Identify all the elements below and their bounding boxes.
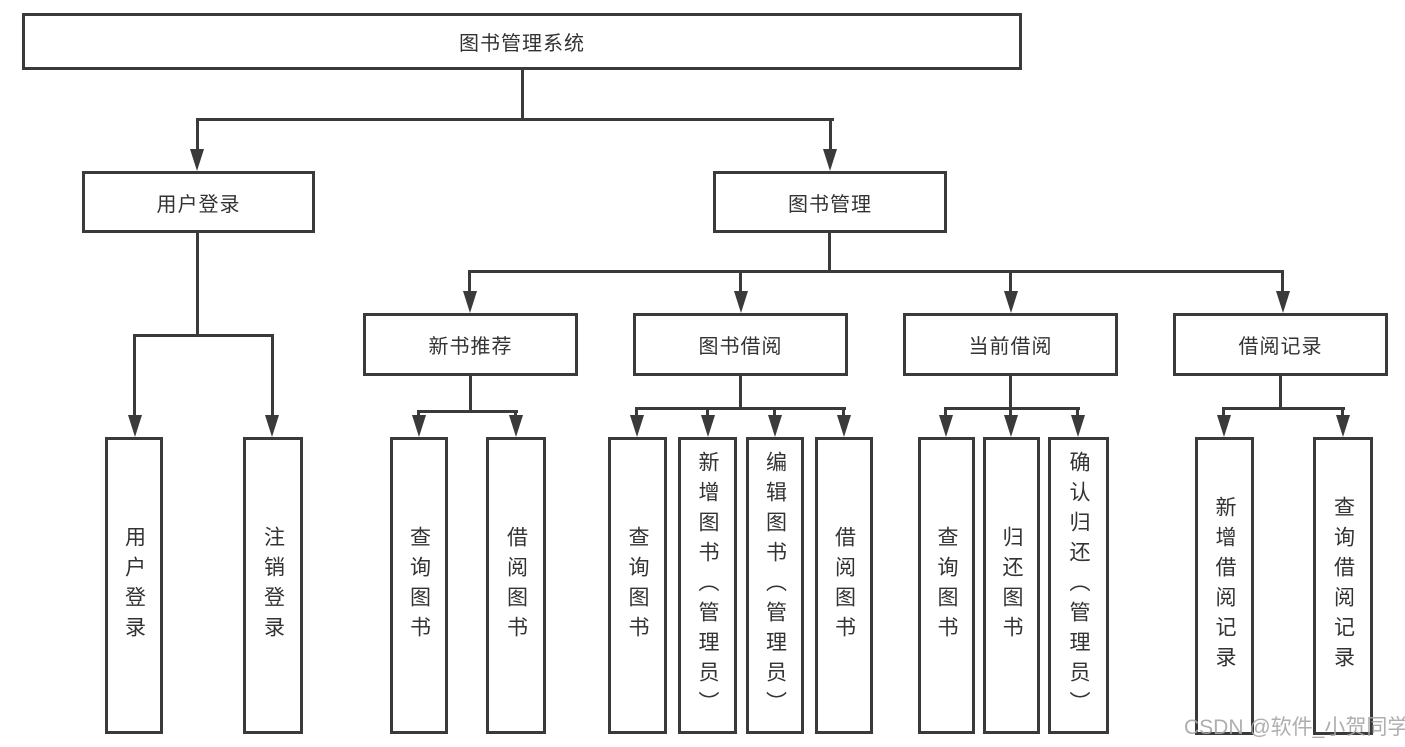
node-label: 借阅记录 [1238,336,1323,358]
leaf-label: 查询借阅记录 [1331,496,1355,676]
connector-line [773,407,776,417]
node-label: 用户登录 [156,193,241,216]
leaf-logout: 注销登录 [243,437,303,734]
connector-line [1076,407,1079,417]
node-borrowing-records: 借阅记录 [1173,313,1388,376]
leaf-current-return-books: 归还图书 [983,437,1040,734]
connector-line [417,410,420,417]
node-label: 图书借阅 [698,336,783,358]
connector-line [271,334,274,415]
leaf-records-add-borrow-record: 新增借阅记录 [1195,437,1254,735]
leaf-recommend-query-books: 查询图书 [390,437,448,734]
connector-line [706,407,709,417]
connector-line [637,407,846,410]
connector-arrow-down [190,149,204,171]
leaf-current-confirm-return-admin: 确认归还（管理员） [1048,437,1109,734]
leaf-label: 确认归还（管理员） [1067,450,1091,721]
connector-line [1279,376,1282,407]
connector-arrow-down [939,415,953,437]
connector-arrow-down [768,415,782,437]
connector-arrow-down [823,149,837,171]
connector-arrow-down [1071,415,1085,437]
connector-arrow-down [1004,291,1018,313]
connector-line [946,407,1080,410]
connector-line [1224,407,1345,410]
connector-line [133,334,136,415]
connector-arrow-down [463,291,477,313]
leaf-borrow-add-books-admin: 新增图书（管理员） [678,437,737,734]
leaf-label: 新增借阅记录 [1213,496,1237,676]
csdn-watermark: CSDN @软件_小贺同学 [1184,716,1405,739]
connector-line [1341,407,1344,417]
connector-arrow-down [412,415,426,437]
connector-arrow-down [630,415,644,437]
leaf-label: 编辑图书（管理员） [763,450,787,721]
leaf-label: 借阅图书 [832,525,856,646]
connector-line [828,233,831,270]
connector-line [134,334,274,337]
connector-line [1009,407,1012,417]
leaf-label: 新增图书（管理员） [696,450,720,721]
leaf-label: 借阅图书 [504,525,528,646]
connector-line [1281,270,1284,293]
node-label: 新书推荐 [428,336,513,358]
connector-line [469,376,472,410]
node-label: 当前借阅 [968,336,1053,358]
connector-line [419,410,518,413]
connector-line [514,410,517,417]
connector-line [635,407,638,417]
connector-arrow-down [1336,415,1350,437]
connector-line [739,270,742,293]
leaf-borrow-query-books: 查询图书 [608,437,667,734]
connector-arrow-down [1004,415,1018,437]
connector-arrow-down [734,291,748,313]
connector-arrow-down [128,415,142,437]
connector-line [739,376,742,407]
leaf-borrow-borrow-books: 借阅图书 [815,437,873,734]
connector-arrow-down [837,415,851,437]
connector-arrow-down [1276,291,1290,313]
node-label: 图书管理 [788,193,872,216]
leaf-label: 归还图书 [1000,525,1024,646]
connector-line [470,270,1284,273]
connector-line [196,233,199,334]
connector-line [829,118,832,150]
connector-arrow-down [701,415,715,437]
connector-arrow-down [1217,415,1231,437]
node-library-management-system: 图书管理系统 [22,13,1022,70]
node-book-management: 图书管理 [713,171,947,233]
node-user-login: 用户登录 [82,171,315,233]
connector-line [842,407,845,417]
connector-arrow-down [265,415,279,437]
leaf-label: 注销登录 [261,525,285,646]
leaf-label: 查询图书 [935,525,959,646]
connector-line [196,118,199,150]
connector-arrow-down [509,415,523,437]
connector-line [1009,270,1012,293]
leaf-user-login: 用户登录 [105,437,163,734]
connector-line [1009,376,1012,407]
node-book-borrowing: 图书借阅 [633,313,848,376]
leaf-label: 查询图书 [626,525,650,646]
leaf-records-query-borrow-record: 查询借阅记录 [1313,437,1373,735]
leaf-borrow-edit-books-admin: 编辑图书（管理员） [746,437,804,734]
connector-line [944,407,947,417]
leaf-label: 用户登录 [122,525,146,646]
connector-line [468,270,471,293]
connector-line [521,70,524,118]
leaf-label: 查询图书 [407,525,431,646]
connector-line [197,118,834,121]
leaf-recommend-borrow-books: 借阅图书 [486,437,546,734]
node-current-borrowing: 当前借阅 [903,313,1118,376]
node-label: 图书管理系统 [459,33,585,55]
node-new-book-recommendation: 新书推荐 [363,313,578,376]
leaf-current-query-books: 查询图书 [918,437,975,734]
connector-line [1222,407,1225,417]
